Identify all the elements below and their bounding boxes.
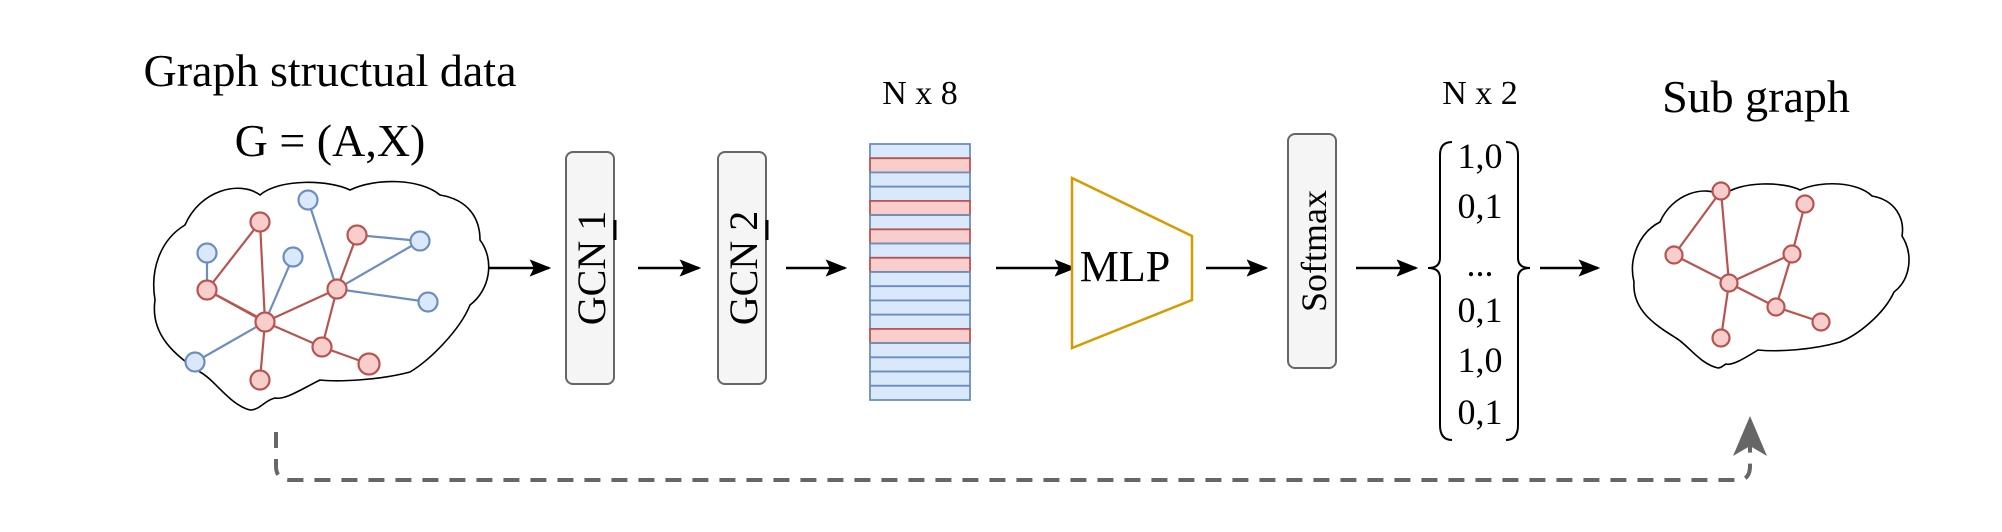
embedding-row bbox=[869, 285, 971, 302]
graph-node bbox=[196, 279, 218, 301]
embedding-row-highlighted bbox=[869, 327, 971, 345]
graph-node bbox=[417, 291, 439, 313]
output-matrix-values: 1,0 0,1 ... 0,1 1,0 0,1 bbox=[1458, 136, 1503, 432]
embedding-row bbox=[869, 370, 971, 387]
graph-node bbox=[1782, 244, 1802, 264]
input-graph-edges bbox=[194, 199, 429, 381]
graph-node bbox=[1811, 312, 1831, 332]
graph-node bbox=[1719, 273, 1739, 293]
embedding-row bbox=[869, 356, 971, 373]
matrix-right-brace bbox=[1505, 141, 1531, 441]
graph-node bbox=[196, 242, 218, 264]
embedding-row bbox=[869, 271, 971, 288]
input-graph-nodes bbox=[184, 189, 439, 391]
input-title-line1: Graph structual data bbox=[144, 45, 517, 96]
embedding-row-highlighted bbox=[869, 157, 971, 174]
skip-connection-dashed-arrow bbox=[274, 432, 1752, 482]
embedding-label: N x 8 bbox=[882, 75, 958, 112]
mlp-label: MLP bbox=[1080, 242, 1170, 291]
gcn2-label: GCN 2 bbox=[721, 211, 766, 325]
embedding-row bbox=[869, 214, 971, 231]
matrix-left-brace bbox=[1427, 141, 1453, 441]
graph-node bbox=[249, 369, 271, 391]
output-brain-outline bbox=[1631, 182, 1910, 369]
graph-node bbox=[282, 246, 304, 268]
matrix-row: 1,0 bbox=[1458, 340, 1503, 380]
graph-node bbox=[1711, 181, 1731, 201]
embedding-row-highlighted bbox=[869, 256, 971, 273]
output-title: Sub graph bbox=[1662, 71, 1850, 122]
graph-node bbox=[326, 278, 348, 300]
matrix-row: 1,0 bbox=[1458, 136, 1503, 176]
matrix-row: ... bbox=[1467, 244, 1494, 284]
output-matrix-label: N x 2 bbox=[1442, 75, 1518, 112]
embedding-row-highlighted bbox=[869, 199, 971, 217]
input-brain-outline bbox=[153, 180, 490, 411]
embedding-row bbox=[869, 342, 971, 359]
graph-node bbox=[254, 311, 276, 333]
input-title-line2: G = (A,X) bbox=[235, 115, 426, 166]
softmax-label: Softmax bbox=[1294, 190, 1334, 312]
subgraph-nodes bbox=[1664, 181, 1831, 348]
mlp-trapezoid bbox=[1070, 176, 1194, 350]
embedding-row bbox=[869, 242, 971, 259]
graph-node bbox=[357, 352, 381, 376]
embedding-row bbox=[869, 185, 971, 202]
graph-node bbox=[1664, 245, 1684, 265]
gcn1-layer-box bbox=[565, 151, 615, 385]
graph-node bbox=[1711, 328, 1731, 348]
graph-node bbox=[346, 224, 368, 246]
skip-connection-arrowhead bbox=[1733, 416, 1767, 456]
matrix-row: 0,1 bbox=[1458, 290, 1503, 330]
embedding-row bbox=[869, 313, 971, 330]
matrix-row: 0,1 bbox=[1458, 392, 1503, 432]
softmax-box bbox=[1287, 133, 1337, 369]
graph-node bbox=[249, 211, 271, 233]
graph-node bbox=[1795, 194, 1815, 214]
embedding-row bbox=[869, 171, 971, 188]
graph-node bbox=[184, 351, 206, 373]
graph-node bbox=[297, 189, 319, 211]
graph-node bbox=[311, 336, 333, 358]
embedding-stack bbox=[869, 143, 971, 401]
gcn1-label: GCN 1 bbox=[569, 211, 614, 325]
graph-node bbox=[1766, 297, 1786, 317]
embedding-row bbox=[869, 384, 971, 401]
embedding-row bbox=[869, 299, 971, 316]
embedding-row bbox=[869, 143, 971, 160]
embedding-row-highlighted bbox=[869, 228, 971, 245]
gcn2-layer-box bbox=[717, 151, 767, 385]
subgraph-edges bbox=[1673, 190, 1822, 339]
matrix-row: 0,1 bbox=[1458, 186, 1503, 226]
graph-node bbox=[409, 230, 431, 252]
